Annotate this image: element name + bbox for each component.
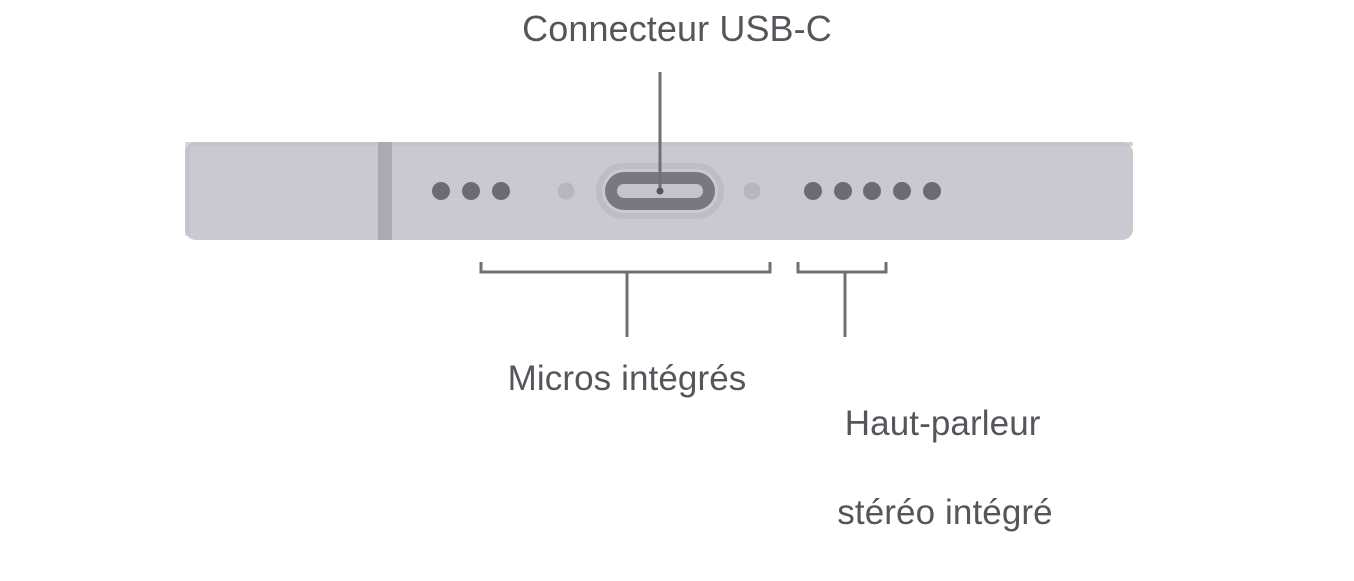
microphone-hole xyxy=(462,182,480,200)
speaker-bracket-path xyxy=(796,262,888,274)
speaker-callout-label: Haut-parleur stéréo intégré xyxy=(798,357,1052,581)
antenna-band xyxy=(378,142,392,240)
speaker-callout-label-line-1: Haut-parleur xyxy=(844,403,1041,443)
diagram-canvas: Connecteur USB-C Micros intégrés Haut-pa… xyxy=(185,8,1133,533)
speaker-grille xyxy=(804,182,941,200)
speaker-hole xyxy=(923,182,941,200)
speaker-bracket xyxy=(796,262,888,337)
microphones-callout-label: Micros intégrés xyxy=(507,359,747,398)
usb-c-leader-anchor-dot xyxy=(656,187,664,195)
speaker-hole xyxy=(804,182,822,200)
filler-hole-left xyxy=(557,182,575,200)
speaker-hole xyxy=(834,182,852,200)
microphone-hole xyxy=(432,182,450,200)
usb-c-callout-label: Connecteur USB-C xyxy=(522,8,832,49)
microphone-hole xyxy=(492,182,510,200)
microphones-bracket xyxy=(479,262,772,337)
speaker-hole xyxy=(893,182,911,200)
speaker-callout-label-line-2: stéréo intégré xyxy=(837,493,1053,533)
ipad-bottom-edge-diagram xyxy=(185,72,1133,337)
microphone-holes xyxy=(432,182,510,200)
speaker-hole xyxy=(863,182,881,200)
microphones-bracket-path xyxy=(479,262,772,274)
device-body-left-shade xyxy=(185,146,190,236)
filler-hole-right xyxy=(743,182,761,200)
